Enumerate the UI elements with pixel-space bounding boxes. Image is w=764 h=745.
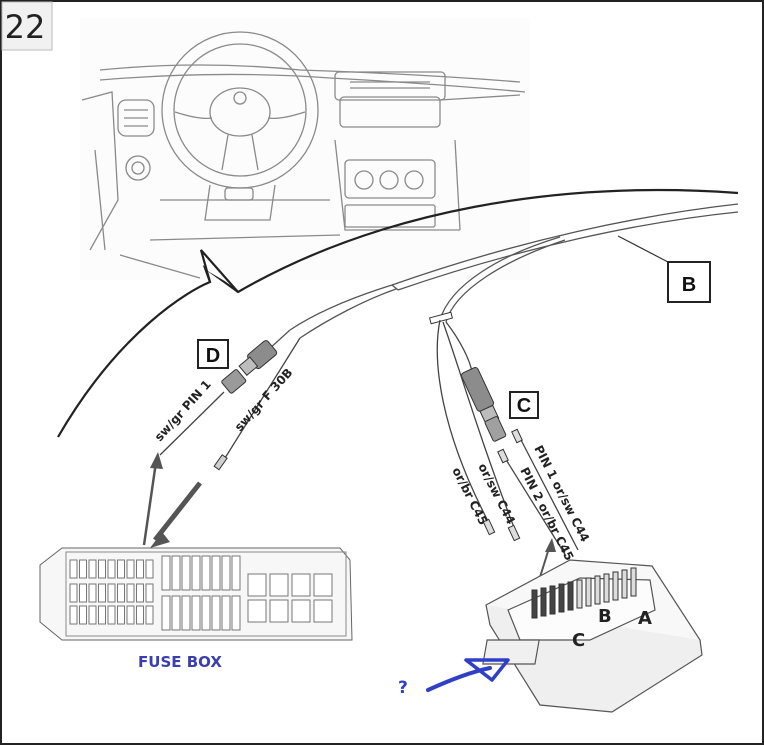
module-pin <box>612 571 619 601</box>
fuse-slot <box>98 583 106 603</box>
relay-slot <box>211 555 221 591</box>
fuse-slot <box>88 583 97 603</box>
connector-c-plug <box>460 366 500 425</box>
fuse-slot <box>117 559 125 579</box>
fuse-slot <box>107 583 116 603</box>
handwritten-annotation: ? <box>398 658 510 698</box>
callout-b-label: B <box>682 274 696 296</box>
relay-slot <box>201 555 211 591</box>
fuse-slot <box>145 559 154 579</box>
connector-d-plug <box>238 340 278 376</box>
module-connector-c: C <box>572 630 585 651</box>
fuse-slot <box>145 605 154 625</box>
relay-slot <box>171 555 181 591</box>
fuse-slot <box>136 583 144 603</box>
b-leader-line <box>617 235 669 263</box>
module-pin <box>576 579 583 609</box>
fuse-slot <box>107 605 116 625</box>
relay-slot <box>181 555 191 591</box>
fuse-slot <box>117 605 125 625</box>
fuse-grid <box>69 555 333 631</box>
fuse-slot <box>126 583 135 603</box>
module-pin <box>603 573 610 603</box>
relay-slot <box>201 595 211 631</box>
fuse-slot-large <box>313 599 333 623</box>
relay-slot <box>161 555 171 591</box>
fuse-slot-large <box>291 599 311 623</box>
module-pins <box>531 567 637 619</box>
fuse-slot <box>98 559 106 579</box>
fuse-slot <box>69 605 78 625</box>
connector-c-socket <box>484 416 507 442</box>
callout-pointer <box>199 249 239 293</box>
module-pin <box>621 569 628 599</box>
relay-slot <box>231 595 241 631</box>
relay-slot <box>221 555 231 591</box>
module-pin <box>531 589 538 619</box>
relay-slot <box>221 595 231 631</box>
fuse-slot-large <box>269 599 289 623</box>
relay-slot <box>211 595 221 631</box>
connector-d-group: D sw/gr PIN 1 sw/gr F 30B <box>152 329 301 471</box>
relay-slot <box>231 555 241 591</box>
fuse-box-label: FUSE BOX <box>138 653 222 671</box>
module-pin <box>558 583 565 613</box>
fuse-slot <box>145 583 154 603</box>
dashboard-illustration <box>80 18 530 280</box>
annotation-question-mark: ? <box>398 678 408 698</box>
fuse-slot <box>88 605 97 625</box>
step-number: 22 <box>5 8 46 46</box>
fuse-slot <box>98 605 106 625</box>
callout-arc-mask <box>200 245 240 290</box>
module-connector-a: A <box>638 608 652 629</box>
fuse-slot-large <box>269 573 289 597</box>
step-number-box: 22 <box>1 1 53 51</box>
fuse-slot <box>69 559 78 579</box>
relay-slot <box>181 595 191 631</box>
fuse-slot-large <box>313 573 333 597</box>
fuse-slot-large <box>247 599 267 623</box>
control-module <box>482 559 703 713</box>
module-pin <box>585 577 592 607</box>
fuse-slot <box>136 559 144 579</box>
fuse-slot-large <box>247 573 267 597</box>
main-harness <box>289 203 739 339</box>
fuse-slot <box>107 559 116 579</box>
fuse-slot <box>79 559 87 579</box>
relay-slot <box>191 595 201 631</box>
module-pin <box>540 587 547 617</box>
fuse-slot <box>88 559 97 579</box>
module-pin <box>549 585 556 615</box>
callout-b: B <box>667 261 711 303</box>
callout-arc <box>57 189 739 438</box>
module-pin <box>630 567 637 597</box>
module-connector-b: B <box>598 606 612 627</box>
module-pin <box>567 581 574 611</box>
connector-d-socket <box>221 369 247 394</box>
relay-slot <box>191 555 201 591</box>
fuse-slot <box>79 605 87 625</box>
fuse-slot <box>117 583 125 603</box>
callout-c-label: C <box>517 395 531 417</box>
fuse-slot <box>126 605 135 625</box>
callout-d-label: D <box>206 345 220 367</box>
fuse-slot <box>69 583 78 603</box>
fuse-slot <box>136 605 144 625</box>
connector-c-group: C PIN 1 or/sw C44 PIN 2 or/br C45 or/sw … <box>428 311 592 563</box>
fuse-slot <box>79 583 87 603</box>
relay-slot <box>161 595 171 631</box>
relay-slot <box>171 595 181 631</box>
module-pin <box>594 575 601 605</box>
fuse-slot-large <box>291 573 311 597</box>
fuse-slot <box>126 559 135 579</box>
